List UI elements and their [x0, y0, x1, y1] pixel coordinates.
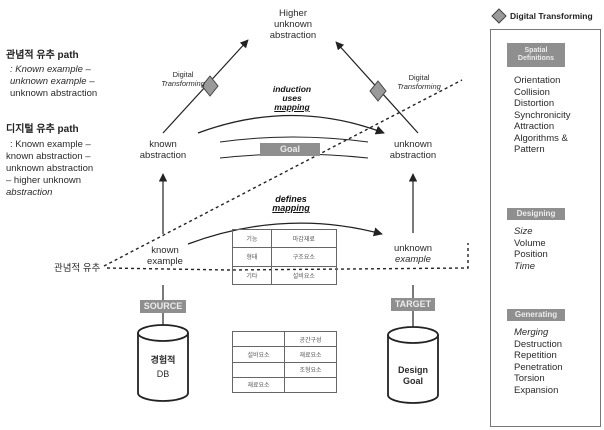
legend-group3-list: Merging Destruction Repetition Penetrati…	[514, 327, 563, 396]
legend-item: Time	[514, 260, 536, 272]
conceptual-dashed-path	[106, 243, 469, 271]
legend-item: Destruction	[514, 338, 563, 350]
path1-title: 관념적 유추 path	[6, 50, 79, 61]
diagonal-dashed-path	[103, 79, 463, 267]
induction-arc	[197, 114, 385, 135]
legend-group2-list: Size Volume Position Time	[514, 226, 548, 272]
known-abstraction-label: known abstraction	[139, 139, 187, 161]
path2-line: abstraction	[6, 187, 53, 198]
target-box: TARGET	[391, 298, 435, 311]
unknown-abstraction-label: unknown abstraction	[389, 139, 437, 161]
path1-line: unknown abstraction	[10, 88, 98, 99]
legend-group1-list: Orientation Collision Distortion Synchro…	[514, 75, 571, 156]
higher-abstraction-label: Higher unknown abstraction	[269, 8, 317, 41]
path2-line: unknown abstraction	[6, 163, 94, 174]
db-label: 경험적 DB	[150, 355, 176, 379]
legend-group3-header: Generating	[507, 309, 565, 321]
known-example-label: known example	[147, 245, 183, 267]
path2-line: known abstraction –	[6, 151, 91, 162]
legend-group1-header: Spatial Definitions	[507, 43, 565, 67]
goal-arc-top	[219, 136, 369, 143]
legend-item: Algorithms &	[514, 132, 568, 144]
legend-item: Expansion	[514, 384, 559, 396]
legend-item: Distortion	[514, 98, 555, 109]
legend-item: Pattern	[514, 144, 545, 155]
digital-transforming-left: Digital Transforming	[161, 70, 205, 88]
path2-line: : Known example –	[10, 139, 91, 150]
legend-item: Synchronicity	[514, 109, 571, 121]
goal-box: Goal	[260, 143, 320, 156]
path2-title: 디지털 유추 path	[6, 124, 79, 135]
legend-item: Size	[514, 226, 533, 237]
unknown-example-label: unknown example	[393, 243, 433, 265]
legend-item: Position	[514, 249, 548, 260]
legend-group2-header: Designing	[507, 208, 565, 220]
diamond-icon	[369, 80, 387, 102]
legend-item: Repetition	[514, 350, 557, 361]
defines-arc	[187, 222, 383, 245]
legend-panel	[490, 29, 601, 427]
legend-item: Merging	[514, 327, 549, 338]
path2-line: – higher unknown	[6, 175, 81, 186]
legend-item: Orientation	[514, 75, 561, 86]
diamond-icon	[201, 75, 219, 97]
defines-mapping-label: defines mapping	[272, 194, 310, 213]
induction-label: induction uses mapping	[272, 84, 312, 112]
legend-diamond-icon	[491, 8, 507, 24]
legend-item: Attraction	[514, 121, 555, 132]
db-cylinder	[137, 324, 189, 402]
path1-line: unknown example –	[10, 76, 95, 87]
legend-item: Penetration	[514, 361, 563, 373]
design-goal-cylinder	[387, 326, 439, 404]
legend-title: Digital Transforming	[510, 11, 593, 21]
conceptual-label: 관념적 유추	[54, 263, 101, 274]
source-box: SOURCE	[140, 300, 186, 313]
digital-transforming-right: Digital Transforming	[397, 73, 441, 91]
legend-item: Torsion	[514, 373, 545, 384]
path1-line: : Known example –	[10, 64, 91, 75]
legend-item: Volume	[514, 237, 546, 249]
legend-item: Collision	[514, 86, 550, 98]
design-goal-label: Design Goal	[397, 365, 428, 386]
